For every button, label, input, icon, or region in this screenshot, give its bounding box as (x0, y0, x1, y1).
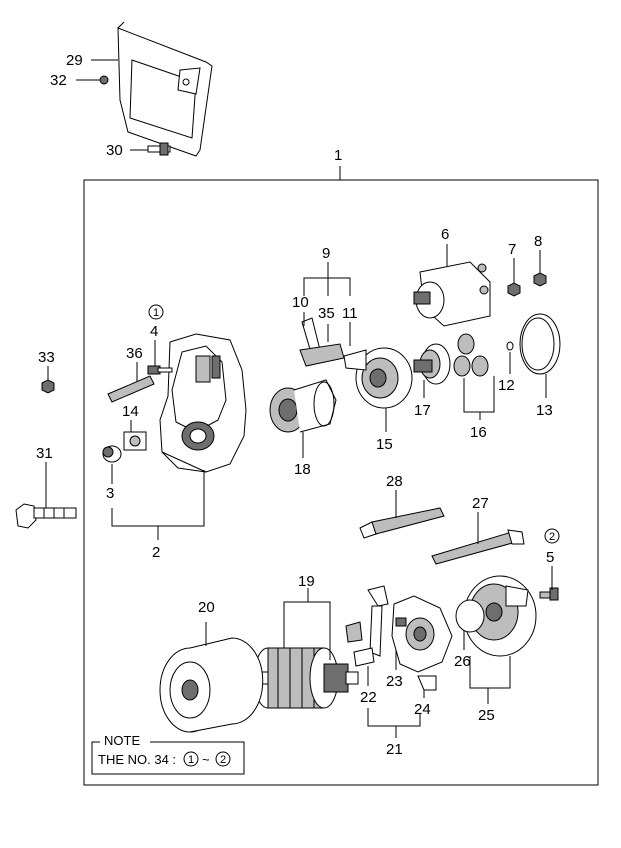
callout-7: 7 (508, 241, 516, 258)
note-from: 1 (188, 754, 194, 766)
note-title-bg (100, 734, 150, 748)
callout-21: 21 (386, 741, 403, 758)
plate-14 (123, 431, 147, 451)
callout-4: 4 (150, 323, 158, 340)
circled-ref-2-top: 2 (544, 528, 560, 544)
callout-18: 18 (294, 461, 311, 478)
bracket-21 (367, 708, 421, 727)
callout-1: 1 (334, 147, 342, 164)
callout-22: 22 (360, 689, 377, 706)
rear-cover-25 (455, 575, 537, 657)
brush-holder-23 (367, 585, 453, 691)
gear-housing-15 (343, 347, 413, 409)
callout-5: 5 (546, 549, 554, 566)
callout-35: 35 (318, 305, 335, 322)
callout-3: 3 (106, 485, 114, 502)
heat-shield-part (117, 21, 213, 157)
callout-33: 33 (38, 349, 55, 366)
nut-8 (533, 272, 547, 287)
callout-36: 36 (126, 345, 143, 362)
callout-31: 31 (36, 445, 53, 462)
stud-36 (107, 375, 155, 403)
bracket-9 (303, 277, 351, 296)
callout-29: 29 (66, 52, 83, 69)
note-title: NOTE (104, 733, 140, 748)
callout-27: 27 (472, 495, 489, 512)
callout-9: 9 (322, 245, 330, 262)
bracket-16 (463, 376, 495, 413)
through-bolt-27 (431, 529, 525, 565)
callout-23: 23 (386, 673, 403, 690)
screw-5 (539, 587, 559, 601)
callout-32: 32 (50, 72, 67, 89)
nut-7 (507, 282, 521, 297)
callout-30: 30 (106, 142, 123, 159)
bracket-2 (111, 470, 205, 527)
callout-24: 24 (414, 701, 431, 718)
assembly-box (83, 179, 599, 786)
seal-ring-13 (519, 313, 561, 375)
armature-19 (251, 647, 359, 709)
callout-13: 13 (536, 402, 553, 419)
circled-ref-1-top-text: 1 (153, 307, 159, 319)
circled-ref-2-top-text: 2 (549, 531, 555, 543)
callout-19: 19 (298, 573, 315, 590)
yoke-20 (159, 637, 264, 733)
bolt-31 (15, 503, 77, 529)
callout-12: 12 (498, 377, 515, 394)
circled-ref-1-top: 1 (148, 304, 164, 320)
planet-gears-16 (453, 333, 489, 377)
callout-15: 15 (376, 436, 393, 453)
lever-10 (299, 317, 345, 367)
nut-33 (41, 379, 55, 394)
brush-22 (345, 621, 375, 667)
note-text: THE NO. 34 : (98, 752, 176, 767)
callout-6: 6 (441, 226, 449, 243)
bushing-3 (102, 445, 122, 463)
bracket-19 (283, 601, 331, 660)
note-box (91, 741, 245, 775)
callout-8: 8 (534, 233, 542, 250)
callout-20: 20 (198, 599, 215, 616)
callout-28: 28 (386, 473, 403, 490)
screw-4 (147, 365, 173, 375)
note-tilde: ~ (202, 752, 210, 767)
solenoid-6 (413, 261, 491, 327)
note-circled-to: 2 (215, 751, 231, 767)
nut-32 (99, 75, 109, 85)
callout-16: 16 (470, 424, 487, 441)
callout-2: 2 (152, 544, 160, 561)
callout-10: 10 (292, 294, 309, 311)
callout-14: 14 (122, 403, 139, 420)
callout-26: 26 (454, 653, 471, 670)
note-circled-from: 1 (183, 751, 199, 767)
callout-11: 11 (342, 305, 358, 322)
callout-25: 25 (478, 707, 495, 724)
bolt-30 (147, 142, 171, 156)
bracket-25 (469, 656, 511, 689)
internal-gear-17 (413, 343, 451, 385)
pinion-clutch-18 (269, 379, 337, 433)
front-housing-part (159, 333, 247, 473)
note-to: 2 (220, 754, 226, 766)
callout-17: 17 (414, 402, 431, 419)
through-bolt-28 (359, 507, 445, 539)
washer-12 (506, 341, 514, 351)
